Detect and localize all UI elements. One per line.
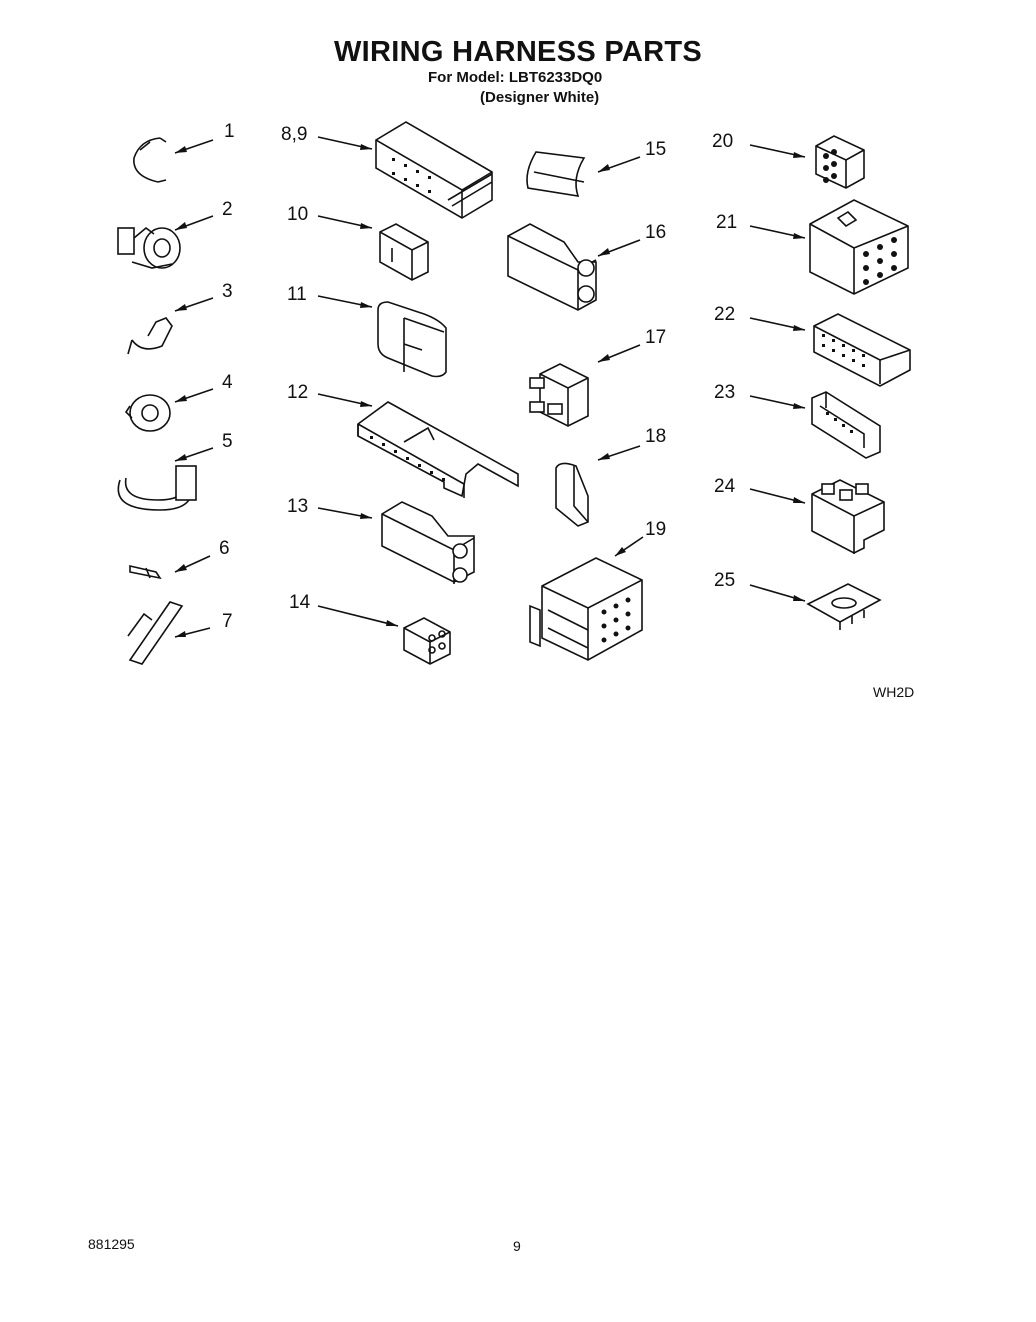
diagram-code: WH2D [873, 684, 915, 700]
callout-4: 4 [222, 372, 233, 393]
part-23-connector [811, 391, 881, 459]
part-5-loop-clamp [117, 465, 197, 511]
part-2-clamp [117, 226, 181, 269]
page-title: WIRING HARNESS PARTS [334, 36, 702, 68]
callout-10: 10 [287, 204, 309, 225]
part-3-clip [127, 317, 173, 355]
callout-2: 2 [222, 199, 233, 220]
part-21-block [809, 199, 909, 295]
part-14-plug [403, 617, 451, 665]
part-7-strip [127, 601, 184, 665]
callout-17: 17 [645, 327, 667, 348]
part-25-plate [806, 583, 882, 630]
callout-25: 25 [714, 570, 736, 591]
part-12-terminal-strip [357, 401, 519, 498]
callout-22: 22 [714, 304, 736, 325]
model-line: For Model: LBT6233DQ0 [428, 69, 603, 86]
callout-1: 1 [224, 121, 235, 142]
callout-11: 11 [287, 284, 307, 305]
callout-7: 7 [222, 611, 233, 632]
part-6-push-pin [129, 564, 162, 580]
doc-number: 881295 [88, 1236, 135, 1252]
part-19-block [529, 557, 643, 661]
part-8-9-connector [375, 121, 493, 219]
callout-20: 20 [712, 131, 734, 152]
callout-24: 24 [714, 476, 736, 497]
part-15-sleeve [526, 151, 586, 197]
page-number: 9 [513, 1238, 521, 1254]
leader-lines [174, 136, 806, 638]
callout-16: 16 [645, 222, 667, 243]
callout-12: 12 [287, 382, 309, 403]
callout-8-9: 8,9 [281, 124, 308, 145]
part-18-bracket [555, 462, 589, 527]
part-20-block [815, 135, 865, 189]
callout-23: 23 [714, 382, 736, 403]
callout-5: 5 [222, 431, 233, 452]
part-17-connector [529, 363, 589, 427]
part-4-grommet [124, 394, 171, 432]
callout-3: 3 [222, 281, 233, 302]
callout-6: 6 [219, 538, 230, 559]
part-11-housing [377, 301, 447, 378]
callout-15: 15 [645, 139, 667, 160]
callout-14: 14 [289, 592, 311, 613]
part-22-connector [813, 313, 911, 387]
callout-18: 18 [645, 426, 667, 447]
part-16-housing [507, 223, 597, 311]
variant-line: (Designer White) [480, 89, 600, 106]
part-1-clip [133, 137, 167, 183]
callout-19: 19 [645, 519, 667, 540]
part-24-housing [811, 479, 885, 554]
part-10-terminal [379, 223, 429, 281]
callout-21: 21 [716, 212, 738, 233]
callout-13: 13 [287, 496, 309, 517]
part-13-housing [381, 501, 475, 584]
